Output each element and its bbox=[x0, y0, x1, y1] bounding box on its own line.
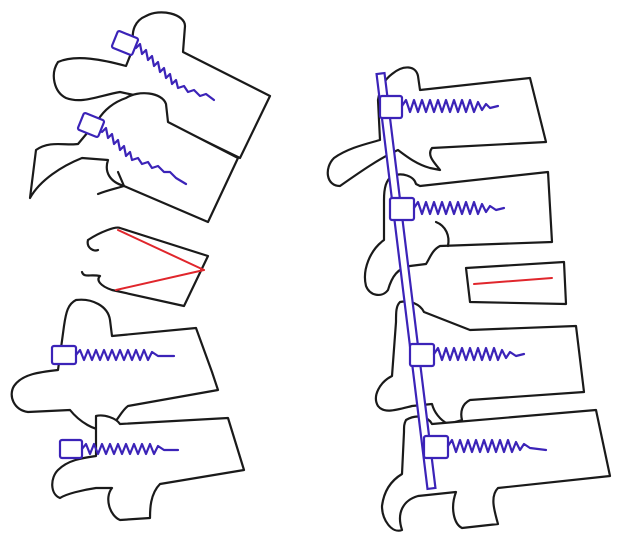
right-vertebra-1 bbox=[328, 67, 546, 186]
right-panel bbox=[328, 67, 610, 530]
right-screw-1-head bbox=[380, 96, 402, 118]
right-screw-3-head bbox=[410, 344, 434, 366]
right-vertebra-4 bbox=[382, 410, 610, 531]
right-screw-2-head bbox=[390, 198, 414, 220]
left-vertebra-5 bbox=[52, 415, 244, 520]
left-panel bbox=[12, 12, 270, 520]
right-screw-4-head bbox=[424, 436, 448, 458]
left-screw-3-head bbox=[52, 346, 76, 364]
left-screw-4-head bbox=[60, 440, 82, 458]
left-fracture-line-lower bbox=[116, 270, 204, 290]
left-vertebra-4 bbox=[12, 300, 218, 430]
left-fractured-vertebra bbox=[82, 228, 208, 306]
